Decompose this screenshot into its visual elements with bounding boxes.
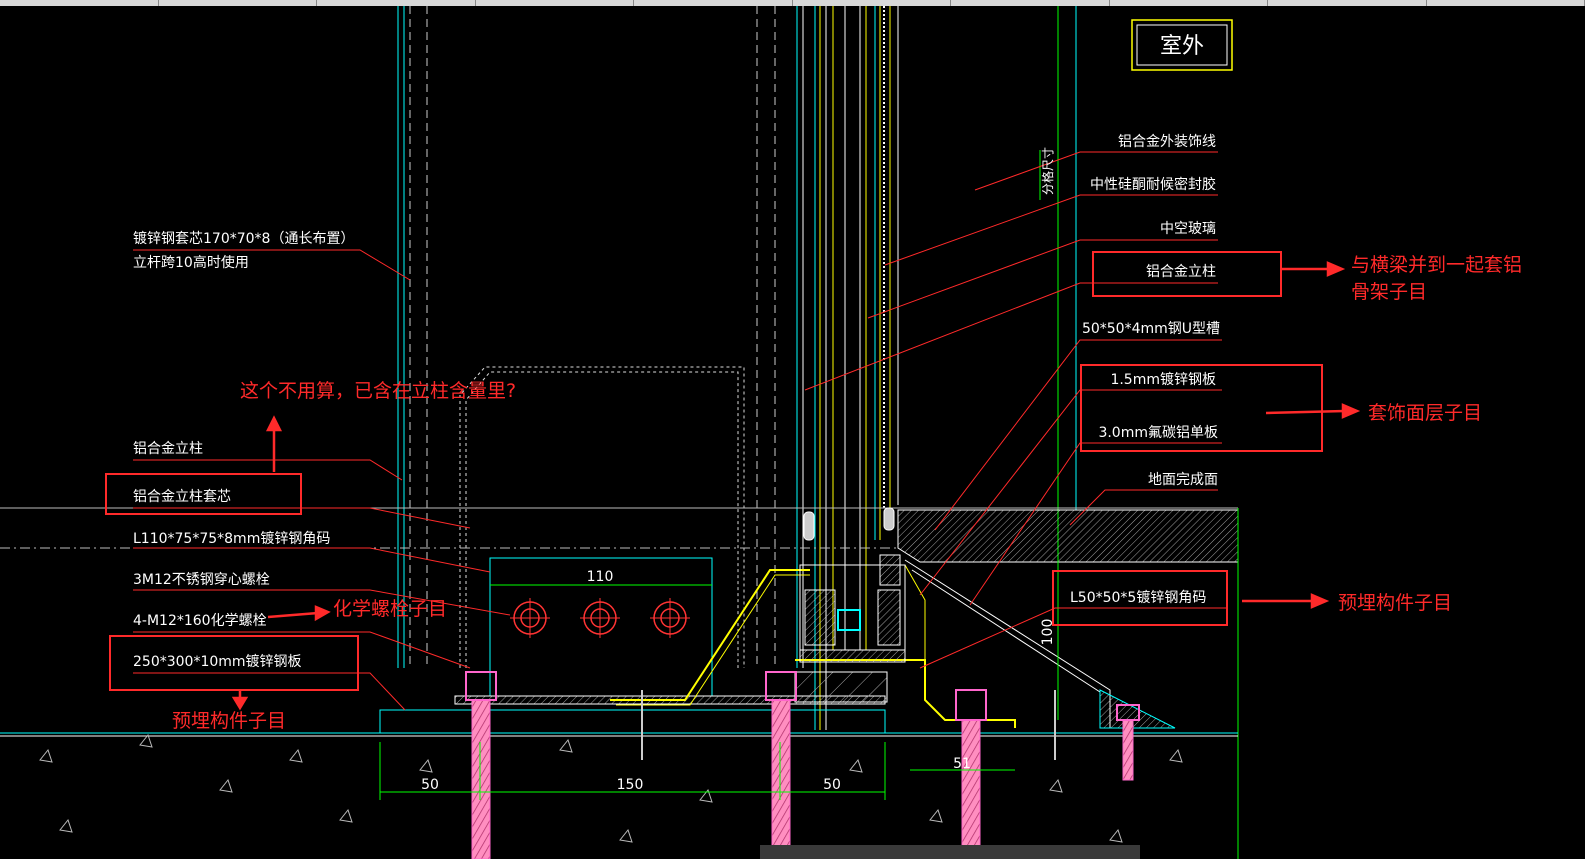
label-aluminum-mullion: 铝合金立柱 [1146,264,1216,280]
concrete-base [0,709,1238,843]
dim-base-left: 50 [421,777,439,793]
glass-bottom-detail [794,507,906,703]
dim-base-mid: 150 [617,777,644,793]
label-floor-finish: 地面完成面 [1148,472,1218,488]
tab[interactable] [951,0,1110,6]
label-l-angle: L110*75*75*8mm镀锌钢角码 [133,530,330,547]
dimension-lines [379,150,1059,800]
leader-lines [133,151,1228,711]
label-insulated-glass: 中空玻璃 [1160,220,1216,237]
dim-plate-width: 110 [587,569,614,585]
box-aluminum-mullion [1092,251,1282,297]
label-aluminum-trim: 铝合金外装饰线 [1118,134,1216,150]
anchor-bolts [465,671,1140,859]
column-lines [397,6,804,668]
tab[interactable] [1110,0,1268,6]
label-aluminum-panel: 3.0mm氟碳铝单板 [1098,425,1218,441]
vertical-dimension-label: 分格尺寸 [1040,147,1055,195]
title-box: 室外 [1131,19,1233,71]
label-base-plate: 250*300*10mm镀锌钢板 [133,653,302,670]
tab[interactable] [159,0,317,6]
note-embed-left: 预埋构件子目 [172,710,286,732]
title-box-label: 室外 [1160,34,1204,59]
tab[interactable] [634,0,793,6]
tab[interactable] [1268,0,1427,6]
box-mullion-core [105,473,302,515]
box-base-plate [109,635,359,691]
note-beam-frame-2: 骨架子目 [1351,281,1427,303]
label-steel-core-note: 立杆跨10高时使用 [133,254,249,271]
tab[interactable] [0,0,159,6]
annotation-boxes [105,251,1323,691]
label-steel-u-channel: 50*50*4mm钢U型槽 [1082,321,1220,337]
note-embed-right: 预埋构件子目 [1338,592,1452,614]
label-angle-bracket: L50*50*5镀锌钢角码 [1070,589,1206,606]
status-strip [760,845,1140,859]
note-finish-layer: 套饰面层子目 [1368,402,1482,424]
box-finish-layers [1080,364,1323,452]
note-beam-frame-1: 与横梁并到一起套铝 [1351,254,1522,276]
label-mullion-core: 铝合金立柱套芯 [133,489,231,505]
label-galvanized-plate: 1.5mm镀锌钢板 [1110,371,1216,388]
glazing-lines [814,6,1077,730]
annotation-arrows [231,261,1361,711]
note-chem-bolt: 化学螺栓子目 [333,598,447,620]
tab[interactable] [793,0,951,6]
floor-finish [0,507,1239,859]
label-left-mullion: 铝合金立柱 [133,441,203,457]
tab[interactable] [476,0,634,6]
label-through-bolt: 3M12不锈钢穿心螺栓 [133,572,270,588]
cad-drawing[interactable]: 室外 分格尺寸 铝合金外装饰线 中性硅酮耐候密封胶 中空玻璃 铝合金立柱 50*… [0,6,1585,859]
through-bolts [510,598,690,638]
dim-angle-width: 51 [953,756,971,772]
label-silicone-sealant: 中性硅酮耐候密封胶 [1090,176,1216,193]
note-not-counted: 这个不用算，已含在立柱含量里? [240,380,516,402]
label-chem-bolt: 4-M12*160化学螺栓 [133,613,267,629]
box-angle-bracket [1052,570,1228,626]
label-steel-core: 镀锌钢套芯170*70*8（通长布置） [133,230,354,247]
tab[interactable] [317,0,476,6]
dim-base-right: 50 [823,777,841,793]
